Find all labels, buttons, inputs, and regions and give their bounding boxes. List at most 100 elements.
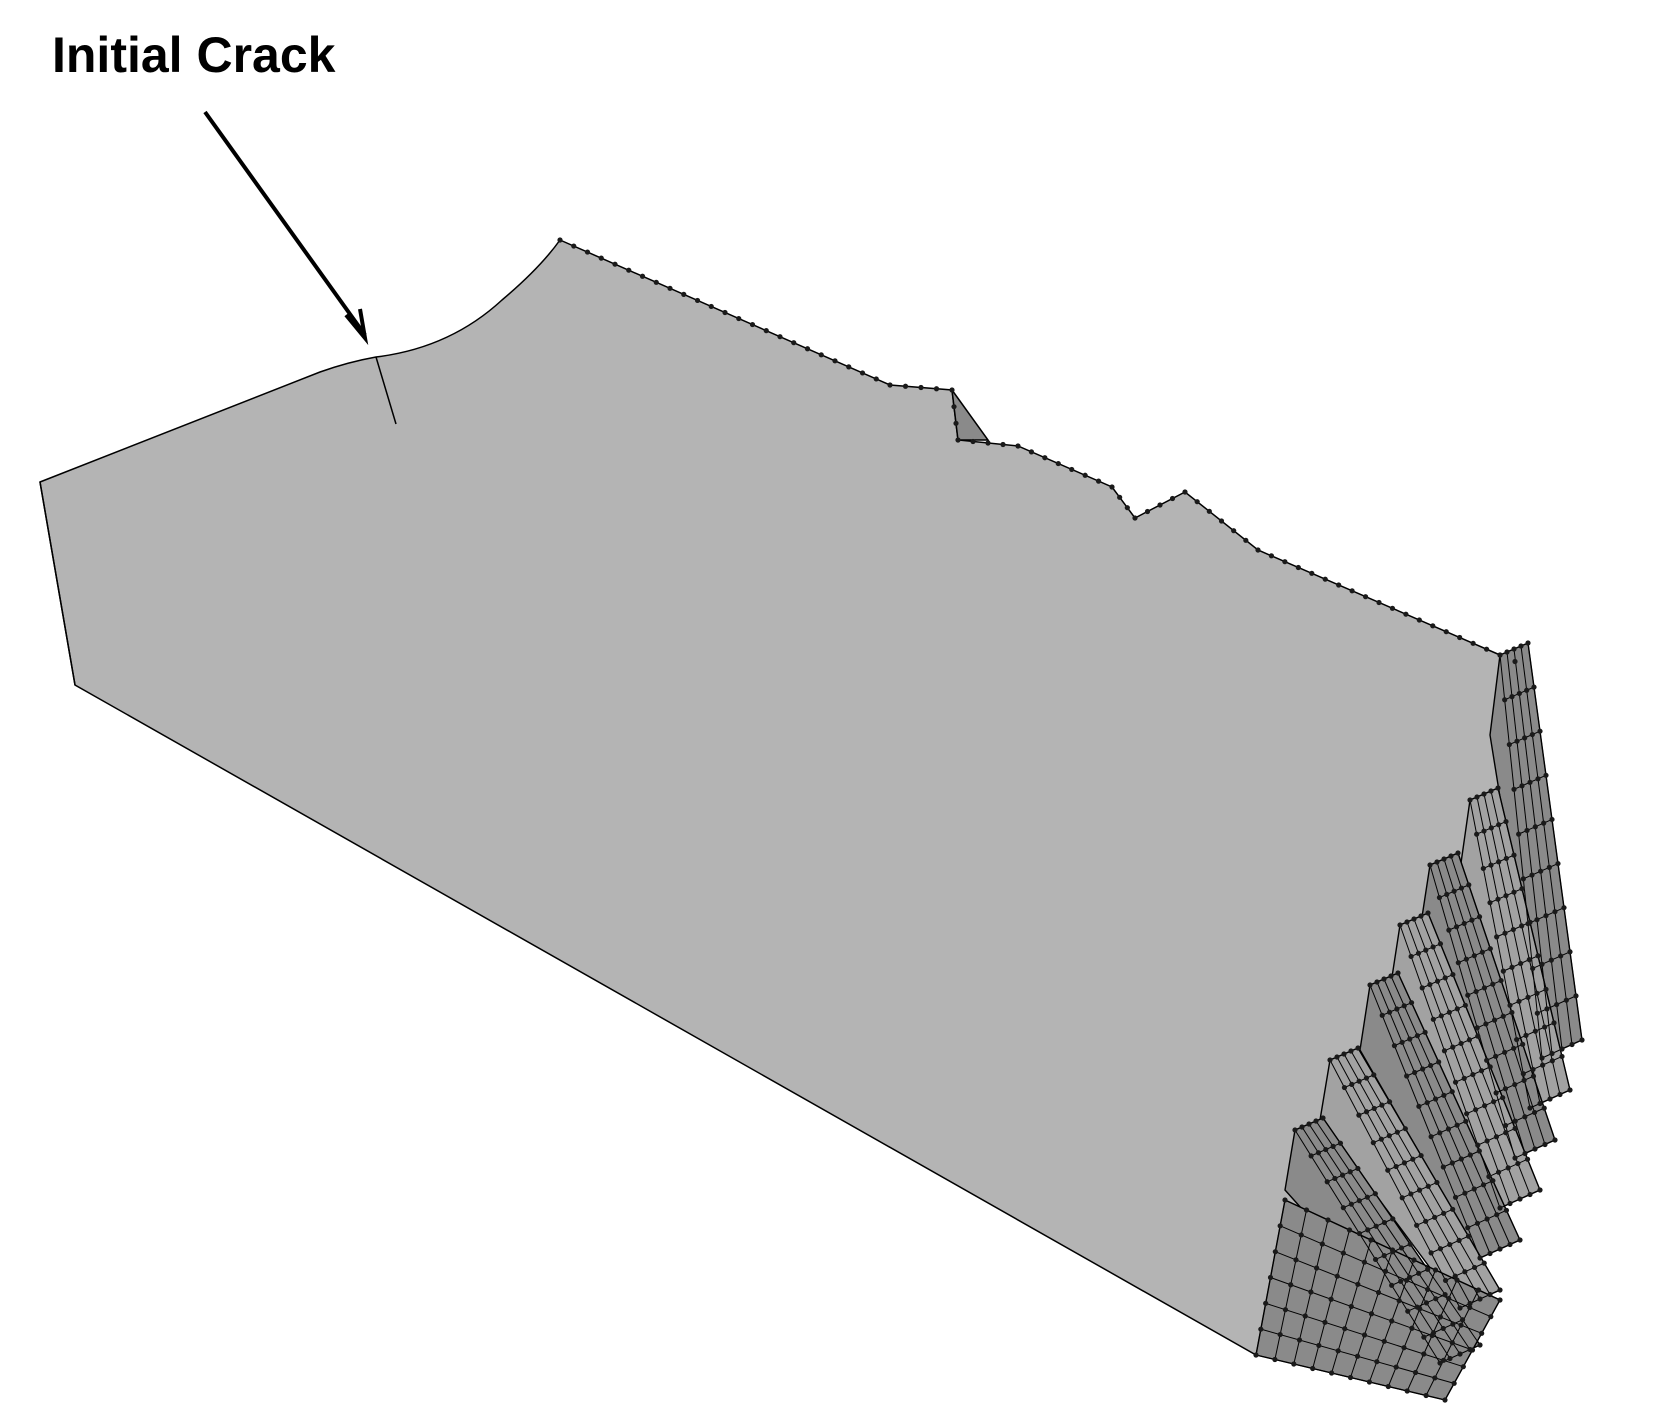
mesh-node [1441, 856, 1447, 862]
mesh-node [1465, 1225, 1471, 1231]
mesh-node [1355, 1281, 1361, 1287]
mesh-node [1563, 997, 1569, 1003]
mesh-node [1381, 1219, 1388, 1226]
mesh-node [1379, 1012, 1385, 1018]
mesh-node [1349, 1081, 1355, 1087]
mesh-node [749, 321, 756, 328]
mesh-node [708, 303, 714, 310]
mesh-node [1346, 1227, 1353, 1233]
mesh-node [1514, 1036, 1520, 1043]
mesh-node [1529, 872, 1535, 878]
mesh-line [1499, 654, 1543, 1059]
mesh-node [1389, 1282, 1395, 1288]
mesh-node [1456, 1237, 1462, 1243]
mesh-node [1386, 1009, 1393, 1015]
mesh-node [873, 376, 879, 382]
mesh-node [1569, 1041, 1575, 1048]
mesh-node [1349, 588, 1355, 594]
mesh-node [1520, 876, 1526, 882]
mesh-node [1442, 1291, 1448, 1298]
mesh-line [1383, 978, 1501, 1250]
mesh-node [1487, 1250, 1493, 1257]
mesh-node [1144, 508, 1151, 515]
mesh-node [1579, 1037, 1585, 1043]
mesh-node [1218, 518, 1225, 524]
mesh-node [1320, 1115, 1326, 1121]
mesh-node [1015, 443, 1021, 449]
mesh-node [1364, 1194, 1370, 1200]
mesh-node [1488, 788, 1494, 794]
mesh-node [1434, 978, 1441, 984]
mesh-node [1446, 927, 1452, 933]
mesh-node [1462, 1269, 1468, 1275]
mesh-node [1454, 1122, 1460, 1128]
mesh-node [951, 404, 957, 410]
initial-crack-label: Initial Crack [52, 27, 336, 83]
mesh-node [1268, 553, 1275, 559]
mesh-node [1496, 859, 1502, 865]
mesh-node [1502, 1122, 1509, 1129]
mesh-node [1258, 1326, 1264, 1332]
initial-crack-line [375, 356, 397, 425]
mesh-node [1494, 934, 1500, 940]
mesh-node [1403, 1277, 1410, 1283]
mesh-node [1534, 917, 1540, 923]
mesh-node [1412, 1369, 1419, 1376]
mesh-node [1518, 643, 1524, 649]
mesh-node [1410, 1156, 1416, 1162]
mesh-node [1465, 992, 1471, 998]
mesh-node [653, 279, 659, 285]
mesh-node [1538, 868, 1544, 874]
mesh-node [1334, 1273, 1340, 1279]
mesh-node [1366, 1379, 1372, 1385]
mesh-node [1398, 1278, 1404, 1284]
mesh-node [1452, 1079, 1459, 1085]
mesh-node [1479, 949, 1485, 955]
mesh-node [1109, 484, 1115, 490]
mesh-node [1490, 981, 1496, 987]
mesh-node [1385, 1383, 1391, 1390]
mesh-node [1547, 1096, 1553, 1102]
mesh-node [1549, 816, 1555, 823]
mesh-node [1573, 993, 1579, 999]
mesh-node [1416, 617, 1422, 623]
mesh-node [1272, 1249, 1278, 1255]
mesh-node [859, 370, 866, 376]
mesh-node [1347, 1169, 1353, 1175]
mesh-node [1543, 772, 1549, 778]
mesh-node [1470, 640, 1476, 646]
mesh-node [1354, 1353, 1361, 1359]
mesh-node [1430, 1016, 1436, 1022]
mesh-node [1516, 690, 1522, 697]
mesh-node [1506, 741, 1512, 748]
mesh-node [1440, 1164, 1446, 1170]
mesh-line [1443, 858, 1536, 1150]
mesh-node [1537, 1100, 1543, 1107]
mesh-node [1457, 1305, 1463, 1311]
mesh-node [1516, 998, 1522, 1004]
mesh-node [902, 383, 909, 389]
mesh-node [1529, 731, 1535, 738]
mesh-node [1474, 794, 1480, 800]
mesh-node [1386, 1133, 1392, 1139]
mesh-node [1540, 1062, 1546, 1068]
mesh-node [1408, 1000, 1415, 1006]
mesh-node [1483, 646, 1490, 652]
mesh-node [1324, 1179, 1330, 1185]
mesh-node [1325, 1217, 1331, 1223]
mesh-node [1411, 916, 1417, 922]
mesh-line [1376, 981, 1491, 1254]
mesh-node [1490, 1178, 1496, 1184]
mesh-node [1549, 1050, 1555, 1057]
mesh-node [1450, 1044, 1456, 1050]
mesh-node [1446, 1295, 1452, 1302]
mesh-node [1464, 1111, 1470, 1117]
mesh-node [1544, 1006, 1550, 1012]
mesh-line [1427, 912, 1541, 1191]
mesh-node [1491, 1017, 1498, 1023]
mesh-node [1474, 1025, 1480, 1031]
mesh-node [1437, 1246, 1444, 1252]
mesh-node [1475, 1033, 1481, 1039]
mesh-node [1355, 1165, 1361, 1172]
mesh-node [1503, 1207, 1510, 1213]
